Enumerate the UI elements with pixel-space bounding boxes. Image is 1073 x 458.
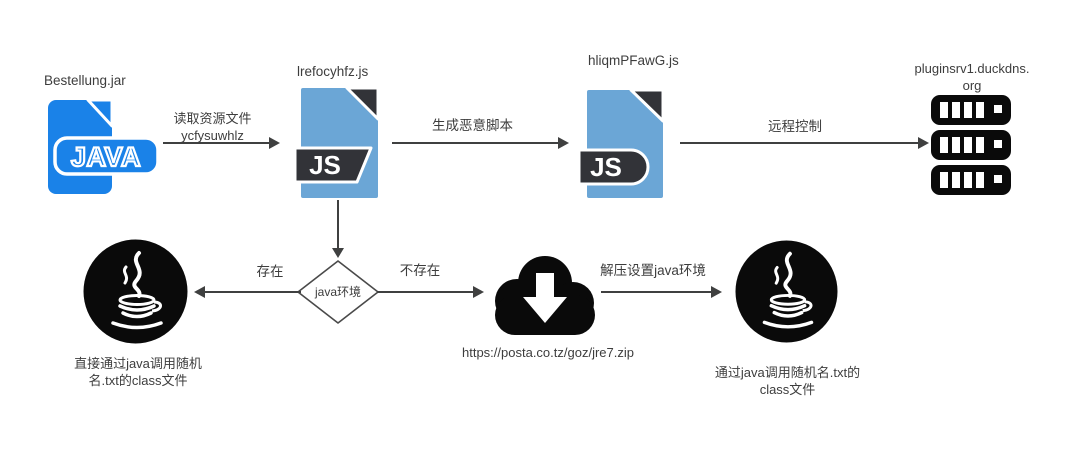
js-badge-text-2: JS <box>590 152 622 182</box>
arrow-unzip-setup <box>601 286 722 298</box>
arrow-remote-control <box>680 137 929 149</box>
edge-label-remote-control: 远程控制 <box>768 119 822 134</box>
java-logo-icon-right <box>735 240 838 343</box>
arrow-env-check <box>332 200 344 258</box>
server-label: pluginsrv1.duckdns. org <box>914 61 1030 93</box>
decision-label: java环境 <box>314 285 361 299</box>
edge-label-not-exists: 不存在 <box>399 263 441 278</box>
server-icon <box>931 95 1013 197</box>
js-file-icon-1: JS <box>295 86 381 200</box>
java-badge-text: JAVA <box>71 142 141 172</box>
java-direct-caption: 直接通过java调用随机 名.txt的class文件 <box>74 356 202 388</box>
edge-label-exists: 存在 <box>256 264 284 279</box>
java-after-setup-caption: 通过java调用随机名.txt的 class文件 <box>714 365 861 397</box>
edge-label-read-resource: 读取资源文件 ycfysuwhlz <box>173 111 252 143</box>
arrow-generate-script <box>392 137 569 149</box>
java-logo-icon-left <box>83 239 188 344</box>
edge-label-unzip-setup: 解压设置java环境 <box>600 263 706 278</box>
js-badge-text-1: JS <box>309 150 341 180</box>
js-file-2-label: hliqmPFawG.js <box>588 53 679 68</box>
cloud-download-icon <box>489 251 601 337</box>
download-url-caption: https://posta.co.tz/goz/jre7.zip <box>462 345 634 360</box>
java-file-icon: JAVA <box>48 98 160 194</box>
jar-file-label: Bestellung.jar <box>44 73 126 88</box>
arrow-not-exists <box>377 286 484 298</box>
arrow-exists <box>194 286 301 298</box>
js-file-icon-2: JS <box>579 88 665 200</box>
arrow-read-resource <box>163 137 280 149</box>
decision-diamond <box>297 260 379 324</box>
js-file-1-label: lrefocyhfz.js <box>297 64 369 79</box>
edge-label-generate-script: 生成恶意脚本 <box>432 118 513 133</box>
